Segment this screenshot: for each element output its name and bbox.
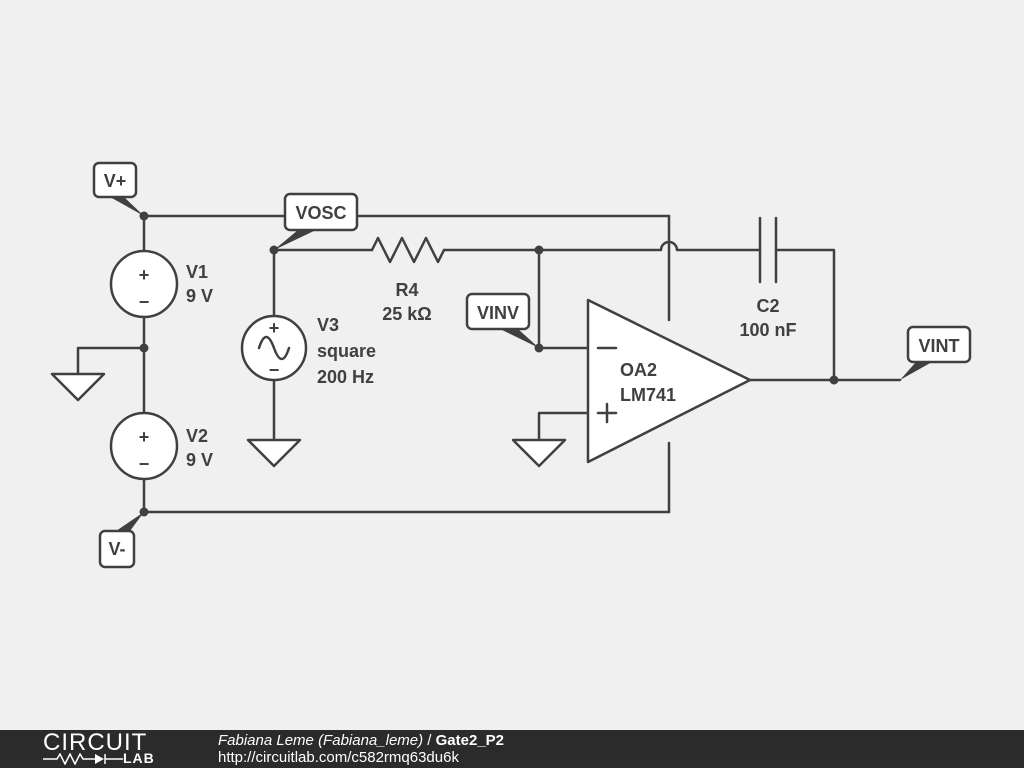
v2-name-label: V2 bbox=[186, 426, 208, 446]
dc-source-symbol bbox=[109, 249, 179, 319]
junctions bbox=[139, 211, 839, 517]
wire-c2-to-output bbox=[774, 248, 836, 382]
v1-minus-sign: − bbox=[139, 292, 150, 312]
v3-minus-sign: − bbox=[269, 360, 280, 380]
c2-value-label: 100 nF bbox=[739, 320, 796, 340]
flag-pointer bbox=[500, 329, 539, 348]
flag-box bbox=[465, 292, 531, 331]
opamp-triangle bbox=[586, 298, 752, 464]
net-flag-vminus[interactable]: V- bbox=[98, 512, 144, 569]
resistor-zigzag bbox=[370, 236, 446, 264]
v3-plus-sign: + bbox=[269, 318, 280, 338]
flag-box bbox=[283, 192, 359, 232]
v3-type-label: square bbox=[317, 341, 376, 361]
flag-box bbox=[98, 529, 136, 569]
flag-pointer bbox=[116, 512, 144, 531]
resistor-r4[interactable]: R4 25 kΩ bbox=[370, 236, 446, 324]
credit-separator: / bbox=[423, 732, 436, 749]
flag-label: VINV bbox=[477, 303, 519, 323]
flag-box bbox=[92, 161, 138, 199]
opamp-oa2[interactable]: OA2 LM741 bbox=[586, 298, 752, 464]
flag-box bbox=[906, 325, 972, 364]
flag-pointer bbox=[274, 230, 316, 250]
c2-name-label: C2 bbox=[756, 296, 779, 316]
logo-wordmark-bottom: LAB bbox=[123, 750, 155, 766]
net-flag-vint[interactable]: VINT bbox=[900, 325, 972, 380]
flag-pointer bbox=[110, 197, 144, 216]
voltage-source-v1[interactable]: + − V1 9 V bbox=[109, 249, 213, 319]
wire-midpoint-ground bbox=[76, 346, 146, 376]
footer-bar: CIRCUIT LAB Fabiana Leme (Fabiana_leme) … bbox=[0, 730, 1024, 768]
net-flag-vplus[interactable]: V+ bbox=[92, 161, 144, 216]
capacitor-c2[interactable]: C2 100 nF bbox=[739, 216, 797, 340]
net-flag-vinv[interactable]: VINV bbox=[465, 292, 539, 348]
circuitlab-logo[interactable]: CIRCUIT LAB bbox=[43, 731, 178, 767]
v2-minus-sign: − bbox=[139, 454, 150, 474]
dc-source-symbol bbox=[109, 411, 179, 481]
circuit-url[interactable]: http://circuitlab.com/c582rmq63du6k bbox=[218, 749, 459, 766]
v1-plus-sign: + bbox=[139, 265, 150, 285]
v1-value-label: 9 V bbox=[186, 286, 213, 306]
flag-label: V- bbox=[108, 539, 125, 559]
circuit-credit: Fabiana Leme (Fabiana_leme) / Gate2_P2 bbox=[218, 732, 504, 749]
net-flag-vosc[interactable]: VOSC bbox=[274, 192, 359, 250]
ground-symbol-1 bbox=[50, 372, 106, 402]
junction-r4-feedback bbox=[534, 245, 544, 255]
ground-symbol-2 bbox=[246, 438, 302, 468]
v3-name-label: V3 bbox=[317, 315, 339, 335]
flag-label: V+ bbox=[104, 171, 127, 191]
wire-noninv-ground bbox=[537, 411, 590, 442]
v2-plus-sign: + bbox=[139, 427, 150, 447]
author-name[interactable]: Fabiana Leme (Fabiana_leme) bbox=[218, 732, 424, 749]
voltage-source-v3[interactable]: + − V3 square 200 Hz bbox=[240, 314, 376, 387]
circuit-title[interactable]: Gate2_P2 bbox=[435, 732, 505, 749]
flag-label: VINT bbox=[918, 336, 959, 356]
v3-freq-label: 200 Hz bbox=[317, 367, 374, 387]
oa2-model-label: LM741 bbox=[620, 385, 676, 405]
circuit-schematic: + − V1 9 V + − V2 9 V + − V3 square 200 … bbox=[50, 161, 972, 569]
voltage-source-v2[interactable]: + − V2 9 V bbox=[109, 411, 213, 481]
junction-midpoint bbox=[139, 343, 149, 353]
r4-name-label: R4 bbox=[395, 280, 418, 300]
flag-label: VOSC bbox=[295, 203, 346, 223]
v2-value-label: 9 V bbox=[186, 450, 213, 470]
wire-r4-to-c2 bbox=[442, 240, 762, 252]
logo-wordmark-top: CIRCUIT bbox=[43, 729, 148, 756]
junction-output bbox=[829, 375, 839, 385]
r4-value-label: 25 kΩ bbox=[382, 304, 431, 324]
wires bbox=[76, 214, 902, 514]
v1-name-label: V1 bbox=[186, 262, 208, 282]
resistor-diode-icon bbox=[43, 753, 123, 765]
flag-pointer bbox=[900, 362, 932, 380]
oa2-name-label: OA2 bbox=[620, 360, 657, 380]
sine-wave-icon bbox=[257, 335, 291, 361]
ground-symbol-3 bbox=[511, 438, 567, 468]
